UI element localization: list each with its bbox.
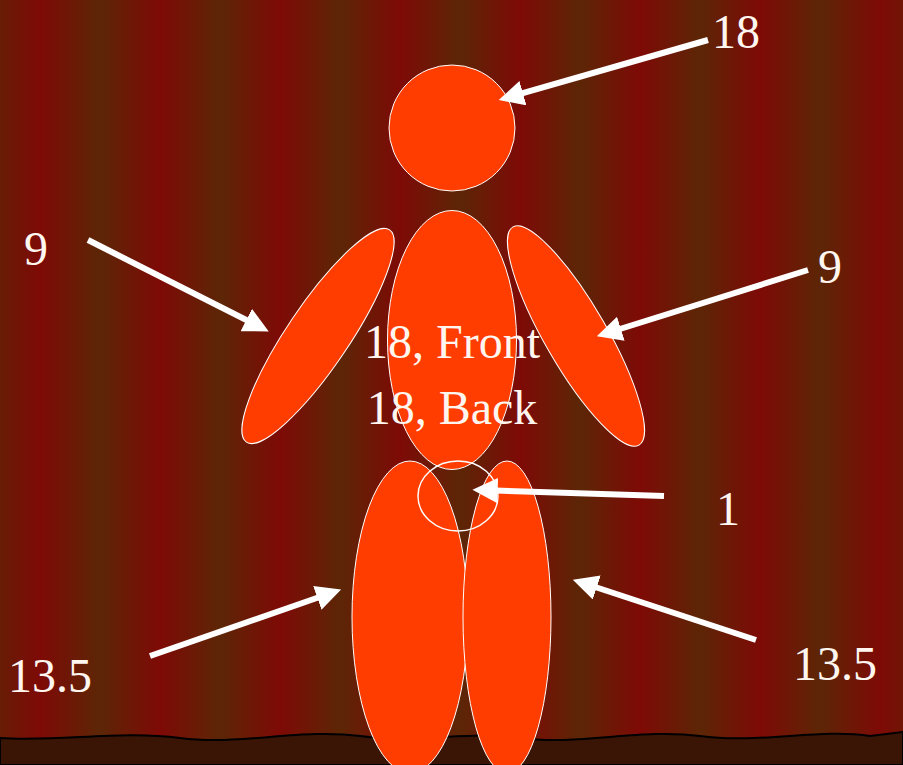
right-leg-shape: [463, 461, 551, 765]
leader-arrow: [150, 592, 334, 656]
leader-arrow: [580, 582, 756, 640]
region-percentage: 18, Front: [364, 314, 540, 370]
stage-floor: [0, 732, 903, 765]
leader-arrow: [88, 240, 262, 328]
callout-number: 9: [818, 239, 842, 295]
callout-number: 9: [24, 221, 48, 277]
region-percentage: 18, Back: [367, 380, 538, 436]
left-leg-shape: [352, 461, 468, 765]
callout-number: 13.5: [793, 636, 877, 692]
leader-arrow: [480, 490, 664, 496]
callout-number: 18: [712, 4, 760, 60]
callout-number: 1: [716, 481, 740, 537]
callout-number: 13.5: [8, 648, 92, 704]
leader-arrow: [604, 270, 808, 334]
body-region: 18, Front18, Back: [387, 210, 517, 470]
leader-arrow: [506, 40, 708, 98]
groin-outline: [418, 461, 498, 531]
head-shape: [389, 65, 515, 191]
